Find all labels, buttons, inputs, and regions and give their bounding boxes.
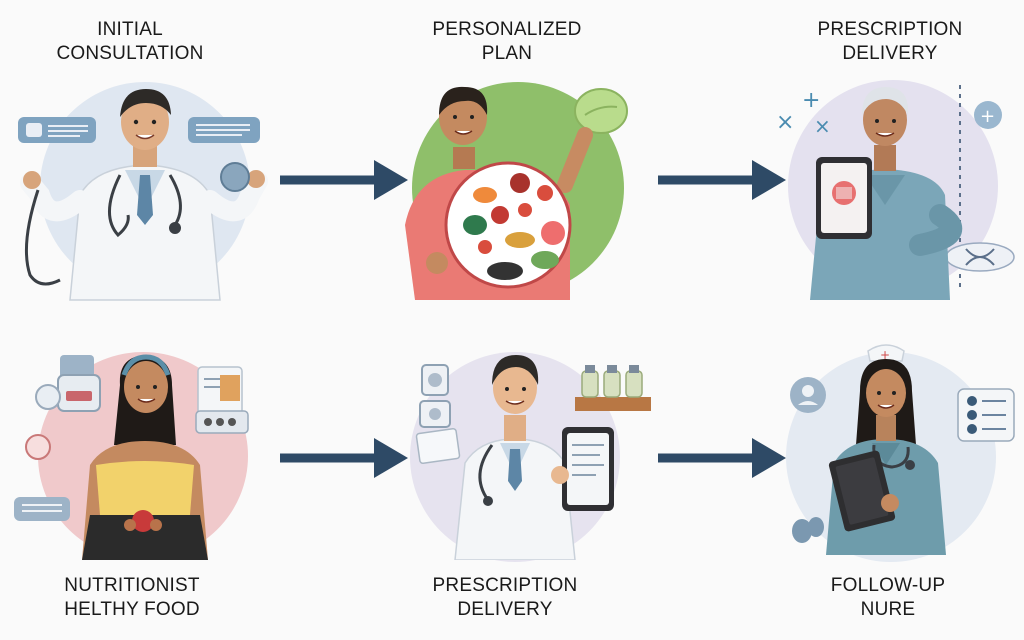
step-1-title: INITIAL CONSULTATION bbox=[56, 19, 204, 64]
svg-text:+: + bbox=[880, 348, 890, 362]
doctor-with-tablet-illustration bbox=[415, 355, 651, 560]
doctor-illustration bbox=[18, 89, 268, 301]
arrow-step-2-to-3 bbox=[658, 160, 786, 200]
svg-text:+: + bbox=[980, 106, 995, 127]
person-with-food-plate-illustration bbox=[405, 86, 628, 300]
arrow-step-5-to-6 bbox=[658, 438, 786, 478]
pharmacist-with-tablet-illustration: + × × + bbox=[776, 85, 1015, 300]
step-3-title: PRESCRIPTION DELIVERY bbox=[817, 19, 963, 64]
svg-text:×: × bbox=[776, 110, 794, 135]
svg-text:×: × bbox=[814, 114, 831, 138]
step-4-title: NUTRITIONIST HELTHY FOOD bbox=[64, 575, 200, 620]
svg-text:+: + bbox=[802, 88, 820, 113]
nurse-with-clipboard-illustration: + bbox=[790, 344, 1015, 555]
step-2-title: PERSONALIZED PLAN bbox=[432, 19, 582, 64]
arrow-step-4-to-5 bbox=[280, 438, 408, 478]
arrow-step-1-to-2 bbox=[280, 160, 408, 200]
nutritionist-illustration bbox=[14, 354, 249, 560]
step-5-title: PRESCRIPTION DELIVERY bbox=[432, 575, 578, 620]
step-6-title: FOLLOW-UP NURE bbox=[830, 575, 946, 620]
